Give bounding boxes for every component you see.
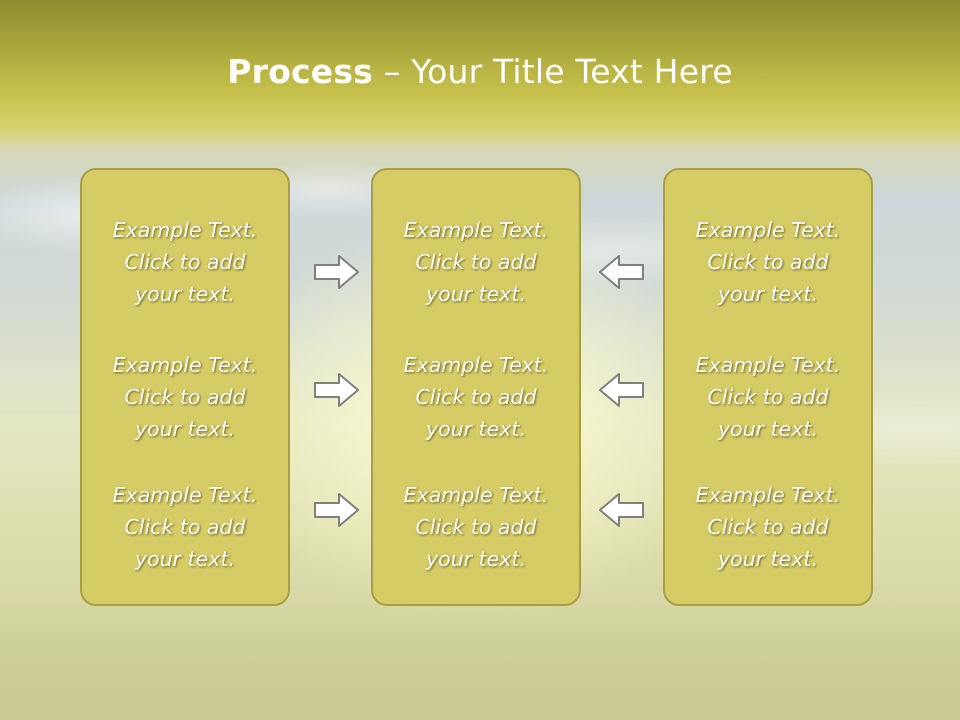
text-line: your text.	[718, 282, 818, 306]
text-line: your text.	[135, 417, 235, 441]
text-placeholder[interactable]: Example Text. Click to add your text.	[373, 349, 579, 445]
text-line: your text.	[135, 547, 235, 571]
arrow-right-icon	[312, 370, 362, 410]
text-line: Example Text.	[403, 218, 549, 242]
text-placeholder[interactable]: Example Text. Click to add your text.	[82, 214, 288, 310]
process-box-center[interactable]: Example Text. Click to add your text. Ex…	[371, 168, 581, 606]
title-rest-part: – Your Title Text Here	[373, 52, 733, 91]
text-line: Click to add	[415, 515, 537, 539]
text-line: Click to add	[415, 385, 537, 409]
text-line: Example Text.	[403, 483, 549, 507]
slide-title[interactable]: Process – Your Title Text Here	[0, 52, 960, 91]
text-line: Click to add	[707, 515, 829, 539]
text-line: your text.	[135, 282, 235, 306]
text-line: Example Text.	[695, 218, 841, 242]
text-placeholder[interactable]: Example Text. Click to add your text.	[665, 214, 871, 310]
text-line: Click to add	[415, 250, 537, 274]
title-bold-part: Process	[227, 52, 374, 91]
text-placeholder[interactable]: Example Text. Click to add your text.	[373, 479, 579, 575]
process-box-left[interactable]: Example Text. Click to add your text. Ex…	[80, 168, 290, 606]
text-placeholder[interactable]: Example Text. Click to add your text.	[82, 479, 288, 575]
arrow-left-icon	[596, 490, 646, 530]
arrow-right-icon	[312, 490, 362, 530]
text-placeholder[interactable]: Example Text. Click to add your text.	[665, 349, 871, 445]
text-line: Example Text.	[695, 483, 841, 507]
text-line: Example Text.	[112, 483, 258, 507]
arrow-left-icon	[596, 370, 646, 410]
text-line: your text.	[426, 417, 526, 441]
arrow-right-icon	[312, 252, 362, 292]
text-line: Click to add	[124, 515, 246, 539]
text-line: Example Text.	[403, 353, 549, 377]
text-line: Example Text.	[112, 218, 258, 242]
text-line: your text.	[426, 547, 526, 571]
text-placeholder[interactable]: Example Text. Click to add your text.	[373, 214, 579, 310]
text-placeholder[interactable]: Example Text. Click to add your text.	[665, 479, 871, 575]
text-placeholder[interactable]: Example Text. Click to add your text.	[82, 349, 288, 445]
text-line: Example Text.	[695, 353, 841, 377]
text-line: your text.	[718, 547, 818, 571]
text-line: Click to add	[707, 385, 829, 409]
process-box-right[interactable]: Example Text. Click to add your text. Ex…	[663, 168, 873, 606]
text-line: your text.	[718, 417, 818, 441]
text-line: your text.	[426, 282, 526, 306]
text-line: Click to add	[707, 250, 829, 274]
arrow-left-icon	[596, 252, 646, 292]
text-line: Click to add	[124, 250, 246, 274]
text-line: Click to add	[124, 385, 246, 409]
text-line: Example Text.	[112, 353, 258, 377]
